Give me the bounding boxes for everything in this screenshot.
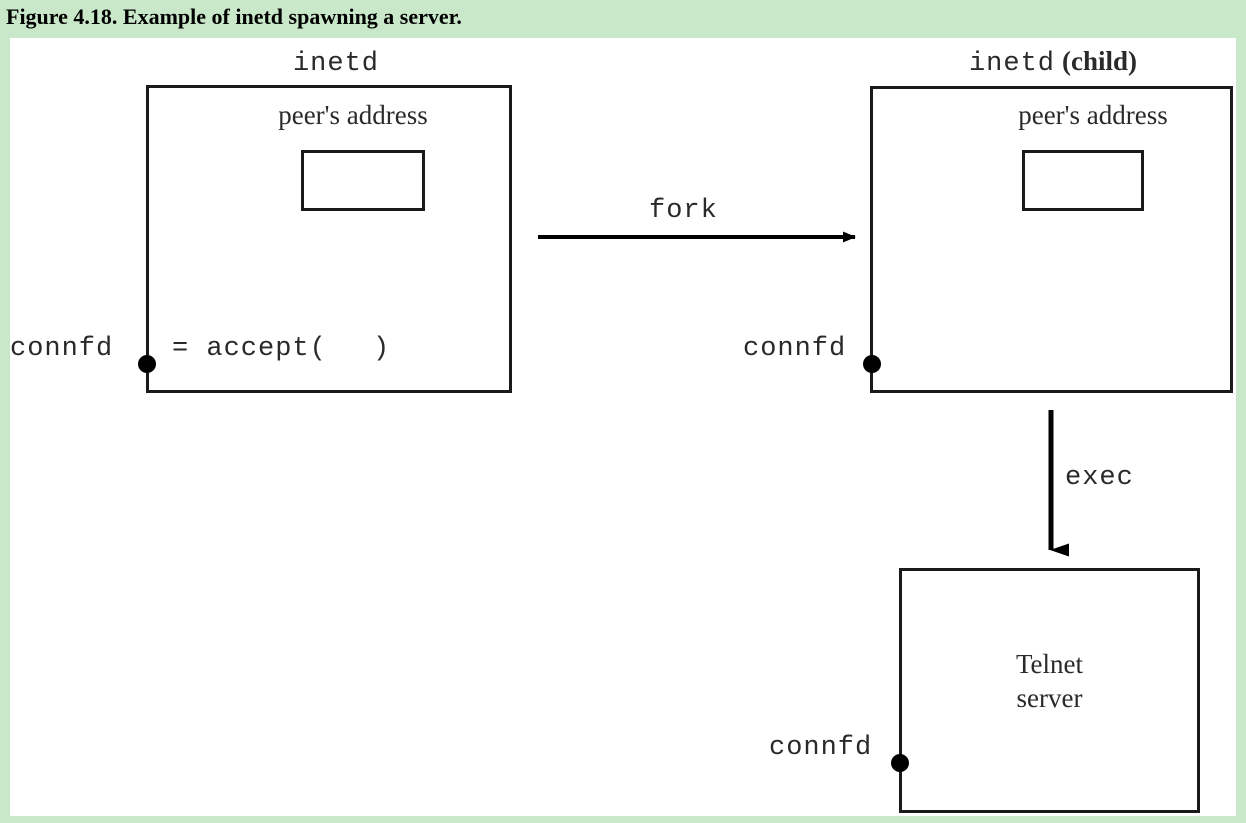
child-process-title: inetd(child): [870, 46, 1236, 79]
parent-accept-call-close: ): [373, 334, 391, 364]
child-process-title-mono: inetd: [968, 49, 1055, 79]
exec-arrow-label: exec: [1065, 463, 1134, 493]
figure-caption: Figure 4.18. Example of inetd spawning a…: [6, 4, 462, 29]
parent-process-title: inetd: [146, 46, 526, 79]
parent-peer-address-box: [301, 150, 425, 211]
child-peer-address-label: peer's address: [1018, 100, 1168, 130]
telnet-connfd-dot: [891, 754, 909, 772]
telnet-server-name: Telnet server: [899, 647, 1200, 715]
parent-connfd-dot: [138, 355, 156, 373]
parent-process-title-mono: inetd: [292, 49, 379, 79]
child-process-box: [870, 86, 1233, 393]
parent-connfd-label: connfd: [10, 334, 114, 364]
fork-arrow-label: fork: [649, 196, 718, 226]
child-peer-address-box: [1022, 150, 1144, 211]
parent-process-box: [146, 85, 512, 393]
telnet-server-line2: server: [1016, 683, 1083, 713]
figure-canvas: inetd peer's address connfd = accept( ) …: [10, 38, 1236, 816]
telnet-server-line1: Telnet: [1015, 649, 1084, 679]
parent-accept-call: = accept(: [172, 334, 327, 364]
child-connfd-dot: [863, 355, 881, 373]
telnet-server-box: [899, 568, 1200, 813]
parent-peer-address-label: peer's address: [278, 100, 428, 130]
child-connfd-label: connfd: [743, 334, 847, 364]
child-process-title-suffix: (child): [1062, 46, 1138, 76]
telnet-connfd-label: connfd: [769, 733, 873, 763]
